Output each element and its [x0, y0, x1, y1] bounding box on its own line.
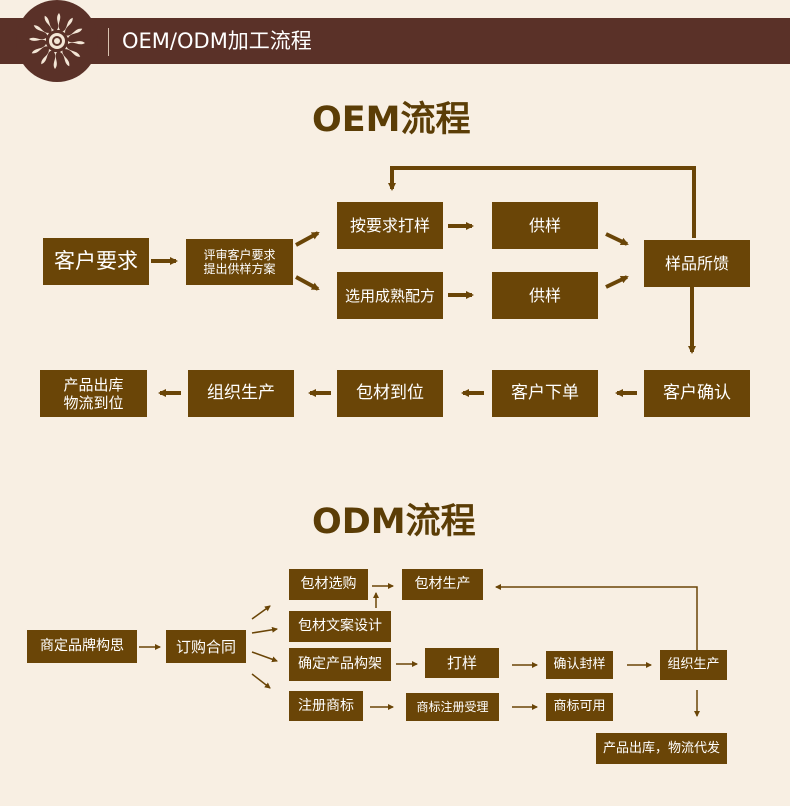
odm-trademark-register: 注册商标 [289, 691, 363, 721]
oem-customer-request: 客户要求 [43, 238, 149, 285]
oem-title: OEM流程 [312, 100, 471, 140]
header-title: OEM/ODM加工流程 [122, 29, 312, 53]
oem-production: 组织生产 [188, 370, 294, 417]
arrow-odm-4 [251, 651, 278, 663]
arrow-odm-5 [251, 673, 271, 689]
odm-packaging-produce: 包材生产 [402, 569, 483, 600]
oem-supply-1: 供样 [492, 202, 598, 249]
odm-trademark-accept: 商标注册受理 [406, 693, 499, 721]
odm-packaging-select: 包材选购 [289, 569, 368, 600]
oem-arrows [151, 166, 696, 397]
oem-supply-2: 供样 [492, 272, 598, 319]
odm-production: 组织生产 [660, 650, 727, 680]
arrow-oem-7 [605, 275, 629, 289]
oem-customer-confirm: 客户确认 [644, 370, 750, 417]
odm-confirm-seal: 确认封样 [546, 651, 613, 679]
odm-title: ODM流程 [312, 502, 476, 542]
odm-arrows [139, 583, 700, 717]
sun-logo-icon [16, 0, 98, 82]
oem-delivery: 产品出库 物流到位 [40, 370, 147, 417]
oem-sample-by-request: 按要求打样 [337, 202, 443, 249]
header-divider [108, 28, 109, 56]
arrow-oem-6 [605, 232, 629, 246]
arrow-oem-2 [295, 231, 320, 247]
oem-customer-order: 客户下单 [492, 370, 598, 417]
odm-packaging-design: 包材文案设计 [289, 611, 391, 642]
oem-packaging-ready: 包材到位 [337, 370, 443, 417]
arrow-odm-3 [251, 626, 278, 634]
odm-delivery: 产品出库，物流代发 [596, 733, 727, 764]
arrow-odm-loop [495, 584, 698, 650]
oem-review: 评审客户要求 提出供样方案 [186, 239, 293, 285]
oem-feedback: 样品所馈 [644, 240, 750, 287]
odm-contract: 订购合同 [166, 630, 246, 663]
oem-select-formula: 选用成熟配方 [337, 272, 443, 319]
header-bar [0, 18, 790, 64]
odm-trademark-ok: 商标可用 [546, 693, 613, 721]
arrow-oem-loop [388, 166, 696, 238]
arrow-odm-2 [251, 605, 271, 620]
odm-brand-concept: 商定品牌构思 [27, 630, 137, 663]
arrow-oem-3 [295, 275, 320, 291]
odm-product-structure: 确定产品构架 [289, 648, 391, 681]
odm-sample: 打样 [425, 648, 499, 678]
